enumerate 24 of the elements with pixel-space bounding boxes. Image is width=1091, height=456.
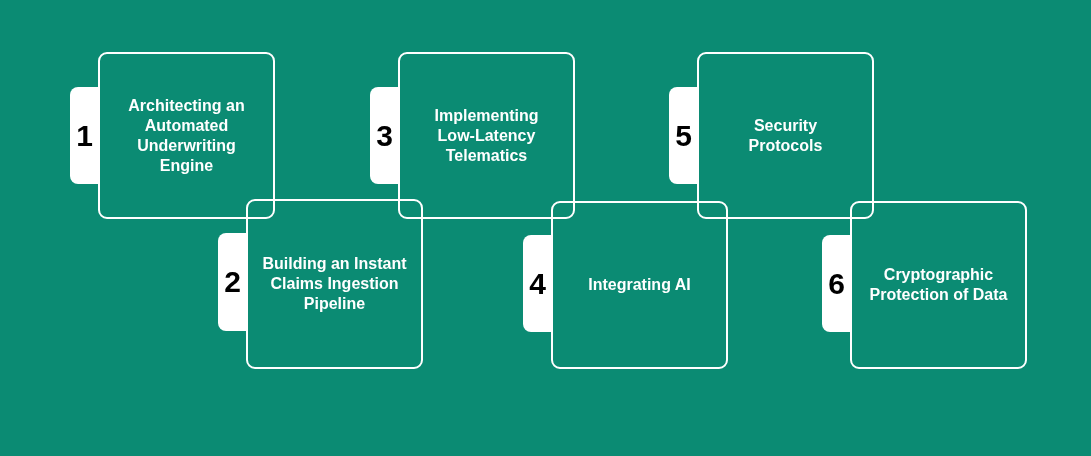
step-number: 5: [675, 120, 692, 151]
step-title: Security Protocols: [747, 115, 824, 156]
number-tab: [822, 235, 851, 332]
step-box: [246, 199, 423, 369]
step-box: [98, 52, 275, 219]
number-tab: [70, 87, 99, 184]
step-box: [398, 52, 575, 219]
step-title: Architecting an Automated Underwriting Engine: [127, 95, 246, 176]
number-tab: [523, 235, 552, 332]
step-number: 4: [529, 268, 546, 299]
step-number: 2: [224, 267, 241, 297]
step-title: Cryptographic Protection of Data: [868, 265, 1009, 305]
step-box: [551, 201, 728, 369]
step-title: Integrating AI: [588, 275, 691, 295]
step-box: [850, 201, 1027, 369]
number-tab: [218, 233, 247, 331]
number-tab: [370, 87, 399, 184]
number-tab: [669, 87, 698, 184]
step-number: 3: [376, 120, 393, 151]
step-number: 6: [828, 268, 845, 299]
step-box: [697, 52, 874, 219]
step-number: 1: [76, 120, 93, 151]
step-title: Building an Instant Claims Ingestion Pipeline: [261, 254, 408, 314]
step-title: Implementing Low-Latency Telematics: [433, 105, 540, 166]
